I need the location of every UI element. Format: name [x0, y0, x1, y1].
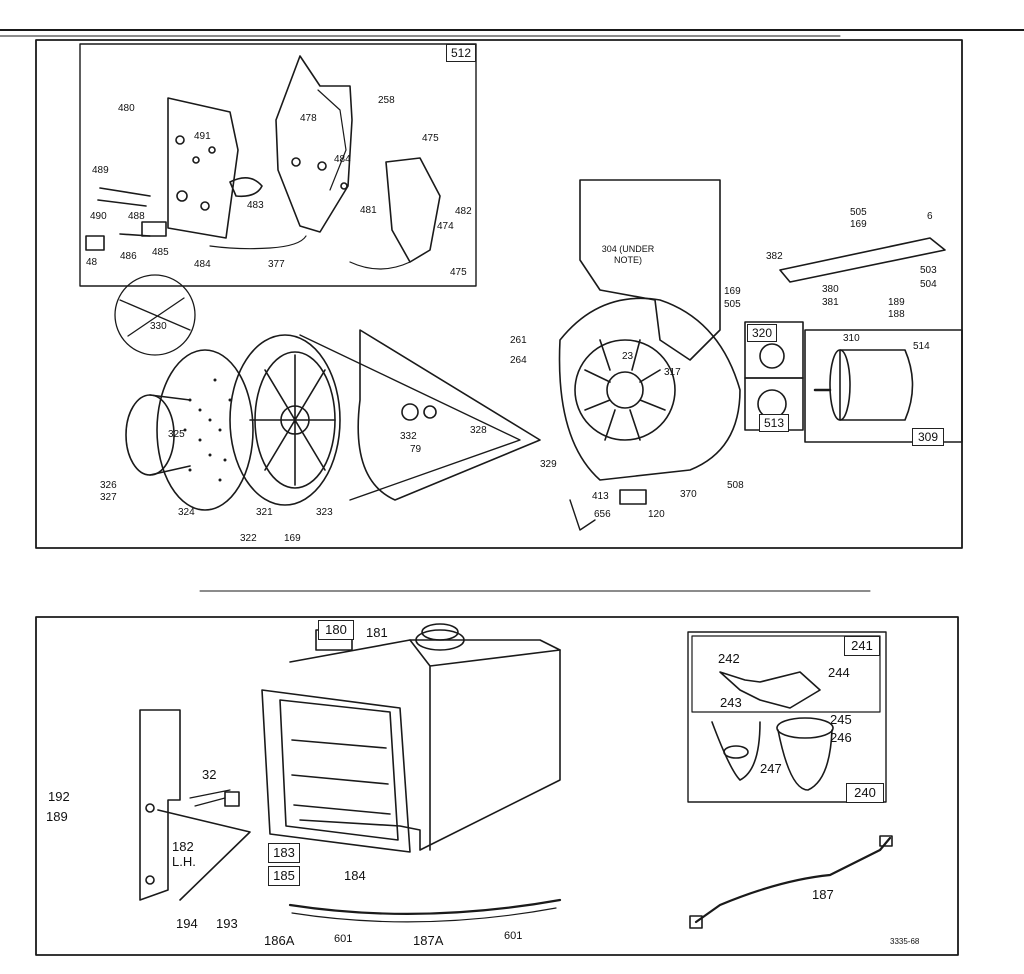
part-label: 324	[178, 507, 195, 518]
part-label: 310	[843, 333, 860, 344]
part-label: 601	[504, 930, 523, 942]
part-label: 508	[727, 480, 744, 491]
part-label: 169	[724, 286, 741, 297]
lower-panel-frame	[35, 616, 959, 956]
part-label: 329	[540, 459, 557, 470]
part-label: 187	[812, 887, 834, 902]
part-label: 264	[510, 355, 527, 366]
part-label: 505	[850, 207, 867, 218]
part-label: 484	[194, 259, 211, 270]
callout-box-309: 309	[912, 428, 944, 446]
part-label: 491	[194, 131, 211, 142]
callout-box-240: 240	[846, 783, 884, 803]
part-label: 304 (UNDER NOTE)	[601, 244, 655, 265]
part-label: 245	[830, 712, 852, 727]
part-label: 181	[366, 625, 388, 640]
part-label: 182	[172, 839, 194, 854]
part-label: 490	[90, 211, 107, 222]
part-label: 484	[334, 154, 351, 165]
callout-box-512: 512	[446, 44, 476, 62]
upper-panel-frame	[35, 39, 963, 549]
part-label: 120	[648, 509, 665, 520]
part-label: 380	[822, 284, 839, 295]
part-label: 483	[247, 200, 264, 211]
part-label: 6	[927, 211, 933, 222]
part-label: 258	[378, 95, 395, 106]
part-label: 514	[913, 341, 930, 352]
part-label: 480	[118, 103, 135, 114]
part-label: 381	[822, 297, 839, 308]
part-label: 332	[400, 431, 417, 442]
part-label: 328	[470, 425, 487, 436]
part-label: 48	[86, 257, 98, 268]
part-label: 322	[240, 533, 257, 544]
part-label: 261	[510, 335, 527, 346]
part-label: 382	[766, 251, 783, 262]
part-label: 247	[760, 761, 782, 776]
part-label: 505	[724, 299, 741, 310]
part-label: 485	[152, 247, 169, 258]
part-label: 186A	[264, 933, 295, 948]
part-label: 169	[284, 533, 301, 544]
part-label: 317	[664, 367, 681, 378]
part-label: 242	[718, 651, 740, 666]
part-label: 370	[680, 489, 697, 500]
callout-box-180: 180	[318, 620, 354, 640]
callout-box-320: 320	[747, 324, 777, 342]
part-label: 189	[46, 809, 68, 824]
part-label: 413	[592, 491, 609, 502]
part-label: 486	[120, 251, 137, 262]
part-label: 601	[334, 933, 353, 945]
part-label: 243	[720, 695, 742, 710]
part-label: 489	[92, 165, 109, 176]
part-label: 503	[920, 265, 937, 276]
callout-box-185: 185	[268, 866, 300, 886]
part-label: 169	[850, 219, 867, 230]
part-label: 189	[888, 297, 905, 308]
part-label: 194	[176, 916, 198, 931]
part-label: L.H.	[172, 854, 196, 869]
callout-box-513: 513	[759, 414, 789, 432]
part-label: 488	[128, 211, 145, 222]
part-label: 326	[100, 480, 117, 491]
part-label: 193	[216, 916, 238, 931]
part-label: 188	[888, 309, 905, 320]
part-label: 474	[437, 221, 454, 232]
drawing-number: 3335-68	[890, 937, 920, 946]
part-label: 482	[455, 206, 472, 217]
part-label: 323	[316, 507, 333, 518]
part-label: 244	[828, 665, 850, 680]
part-label: 481	[360, 205, 377, 216]
part-label: 504	[920, 279, 937, 290]
part-label: 23	[622, 351, 634, 362]
part-label: 32	[202, 767, 217, 782]
part-label: 325	[168, 429, 185, 440]
part-label: 184	[344, 868, 366, 883]
callout-box-183: 183	[268, 843, 300, 863]
part-label: 246	[830, 730, 852, 745]
part-label: 478	[300, 113, 317, 124]
part-label: 475	[450, 267, 467, 278]
part-label: 656	[594, 509, 611, 520]
callout-box-241: 241	[844, 636, 880, 656]
part-label: 187A	[413, 933, 444, 948]
part-label: 327	[100, 492, 117, 503]
part-label: 79	[410, 444, 422, 455]
part-label: 321	[256, 507, 273, 518]
part-label: 377	[268, 259, 285, 270]
part-label: 192	[48, 789, 70, 804]
part-label: 475	[422, 133, 439, 144]
part-label: 330	[150, 321, 167, 332]
